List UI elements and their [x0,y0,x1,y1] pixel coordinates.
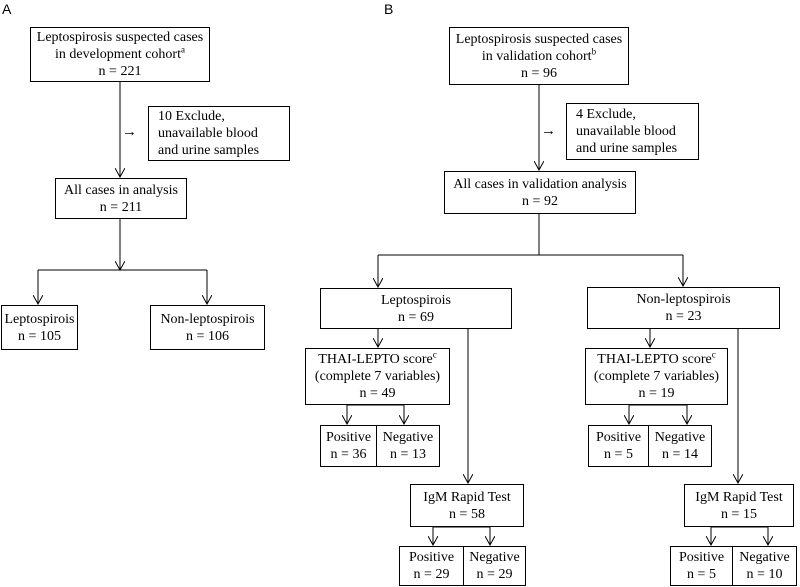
b-nonlepto-score-line2: (complete 7 variables) [593,369,720,384]
b-lepto-score-pos-line2: n = 36 [330,447,367,462]
b-nonlepto-igm-neg-line2: n = 10 [746,567,783,582]
b-nonlepto-score-line1: THAI-LEPTO score [597,352,712,367]
b-lepto-line2: n = 69 [398,309,434,325]
exclude-arrow-a-icon: → [122,124,137,140]
b-nonlepto-score-negative-box: Negative n = 14 [648,425,712,467]
b-lepto-thai-lepto-score-box: THAI-LEPTO scorec (complete 7 variables)… [305,348,450,405]
b-exclude-line1: 4 Exclude, [576,107,636,122]
b-lepto-score-sup: c [432,349,437,360]
a-nonlepto-line1: Non-leptospirois [160,311,255,327]
a-leptospirois-box: Leptospirois n = 105 [1,305,78,350]
b-analysis-line1: All cases in validation analysis [453,176,627,192]
a-exclude-line1: 10 Exclude, [158,109,225,124]
b-lepto-score-negative-box: Negative n = 13 [376,425,440,467]
b-exclude-line2: unavailable blood [576,124,676,139]
b-lepto-igm-pos-line2: n = 29 [413,567,450,582]
b-val-line2: in validation cohort [481,48,592,64]
b-nonlepto-score-pos-line1: Positive [595,430,642,445]
b-lepto-igm-negative-box: Negative n = 29 [463,546,526,586]
b-nonlepto-score-positive-box: Positive n = 5 [588,425,649,467]
b-lepto-score-neg-line2: n = 13 [390,447,426,462]
b-exclude-box: 4 Exclude, unavailable blood and urine s… [566,103,699,160]
b-lepto-score-neg-line1: Negative [382,430,434,445]
exclude-arrow-b-icon: → [541,123,556,139]
b-lepto-igm-neg-line1: Negative [469,550,520,565]
b-nonlepto-score-neg-line2: n = 14 [662,447,698,462]
a-dev-line3: n = 221 [98,64,142,79]
a-dev-line1: Leptospirosis suspected cases [36,30,204,45]
b-nonlepto-score-line1-wrap: THAI-LEPTO scorec [597,349,716,368]
a-exclude-line2: unavailable blood [158,126,258,141]
b-nonlepto-igm-pos-line2: n = 5 [687,567,716,582]
b-non-leptospirois-box: Non-leptospirois n = 23 [587,287,780,329]
b-nonlepto-thai-lepto-score-box: THAI-LEPTO scorec (complete 7 variables)… [585,348,728,405]
b-lepto-score-pos-line1: Positive [325,430,372,445]
a-dev-sup: a [180,44,185,55]
b-lepto-line1: Leptospirois [381,292,451,308]
b-analysis-box: All cases in validation analysis n = 92 [444,171,636,214]
b-nonlepto-line1: Non-leptospirois [636,292,731,307]
a-nonlepto-line2: n = 106 [186,328,229,344]
b-nonlepto-score-line3: n = 19 [638,386,675,401]
b-analysis-line2: n = 92 [522,193,558,209]
b-validation-cohort-box: Leptospirosis suspected cases in validat… [449,27,629,85]
b-lepto-igm-rapid-test-box: IgM Rapid Test n = 58 [410,484,524,527]
a-development-cohort-box: Leptospirosis suspected cases in develop… [30,27,210,82]
a-lepto-line1: Leptospirois [4,311,75,327]
b-lepto-igm-pos-line1: Positive [408,550,455,565]
b-nonlepto-igm-line2: n = 15 [721,506,757,522]
b-nonlepto-igm-line1: IgM Rapid Test [695,489,783,505]
b-exclude-line3: and urine samples [576,141,678,156]
b-nonlepto-igm-negative-box: Negative n = 10 [732,546,797,586]
b-val-line3: n = 96 [521,65,557,81]
b-nonlepto-igm-rapid-test-box: IgM Rapid Test n = 15 [684,484,794,527]
a-non-leptospirois-box: Non-leptospirois n = 106 [150,305,265,350]
b-nonlepto-igm-neg-line1: Negative [739,550,790,565]
b-val-sup: b [591,45,597,56]
b-lepto-score-line1: THAI-LEPTO score [318,352,433,367]
a-analysis-line2: n = 211 [99,199,143,215]
a-dev-line2: in development cohort [55,47,181,62]
b-nonlepto-score-neg-line1: Negative [654,430,706,445]
b-lepto-igm-positive-box: Positive n = 29 [399,546,464,586]
b-val-line2-wrap: in validation cohortb [481,45,597,65]
b-lepto-igm-neg-line2: n = 29 [476,567,513,582]
b-nonlepto-igm-positive-box: Positive n = 5 [670,546,733,586]
b-lepto-score-line1-wrap: THAI-LEPTO scorec [318,349,437,368]
b-leptospirois-box: Leptospirois n = 69 [320,288,512,329]
b-nonlepto-score-sup: c [711,349,716,360]
panel-label-b: B [384,1,394,17]
b-lepto-igm-line2: n = 58 [449,506,485,522]
a-analysis-line1: All cases in analysis [64,182,178,198]
b-nonlepto-score-pos-line2: n = 5 [604,447,633,462]
a-exclude-box: 10 Exclude, unavailable blood and urine … [148,106,290,161]
panel-label-a: A [2,1,12,17]
b-lepto-score-line2: (complete 7 variables) [314,369,441,384]
b-lepto-score-line3: n = 49 [359,386,396,401]
a-dev-line2-wrap: in development cohorta [55,44,185,63]
b-nonlepto-line2: n = 23 [665,309,702,324]
a-lepto-line2: n = 105 [18,328,61,344]
a-analysis-box: All cases in analysis n = 211 [55,178,187,219]
b-val-line1: Leptospirosis suspected cases [455,31,623,47]
b-lepto-igm-line1: IgM Rapid Test [423,489,511,505]
b-lepto-score-positive-box: Positive n = 36 [320,425,377,467]
b-nonlepto-igm-pos-line1: Positive [678,550,725,565]
a-exclude-line3: and urine samples [158,143,260,158]
